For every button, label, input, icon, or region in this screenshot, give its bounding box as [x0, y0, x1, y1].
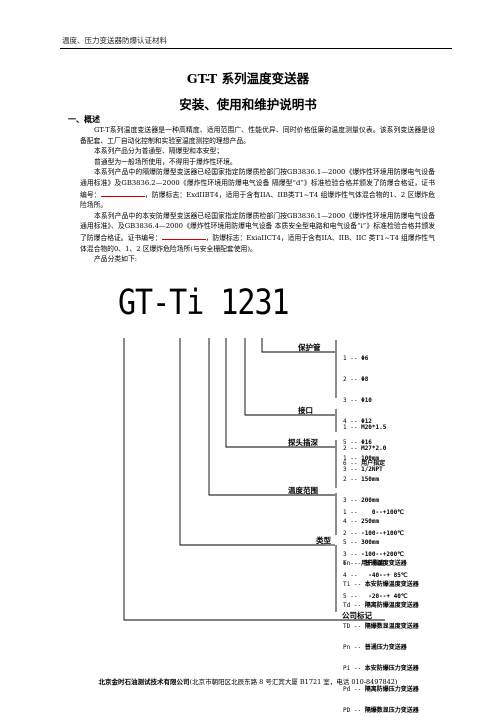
options-temp-range: 1 -- 0--+100℃ 2 -- -100--+100℃ 3 -- -100… [343, 495, 408, 607]
option-row: Pn -- 普通压力变送器 [343, 644, 407, 651]
option-row: 6 -- 用户指定 [343, 460, 386, 467]
leader-type [179, 338, 325, 546]
option-row: 4 -- Φ12 [343, 418, 372, 425]
option-row: 3 -- -100--+200℃ [343, 551, 404, 558]
option-row: Pi -- 本安防爆压力变送器 [343, 665, 419, 672]
header-divider [60, 48, 452, 49]
option-row: Ti -- 本安防爆温度变送器 [343, 581, 419, 588]
paragraph-types: 本系列产品分为普通型、隔爆型和本安型； [94, 147, 224, 156]
model-code: GT-Ti 1231 [118, 283, 290, 324]
leader-interface [244, 338, 290, 416]
option-row: 3 -- 1/2NPT [343, 466, 383, 473]
certificate-blank [161, 232, 206, 240]
option-row: 2 -- -100--+100℃ [343, 530, 404, 537]
section-body: GT-T系列温度变送器是一种高精度、适用范围广、性能优异、同时价格低廉的温度测量… [80, 125, 435, 265]
label-company-mark: 公司标记 [342, 611, 372, 620]
footer-address: (北京市朝阳区北辰东路 8 号汇宾大厦 B1721 室，电话 010-84978… [189, 678, 398, 686]
leader-temp-range [208, 338, 290, 496]
options-type: Tn -- 普通温度变送器 Ti -- 本安防爆温度变送器 Td -- 隔离防爆… [343, 546, 419, 721]
options-probe-length: 1 -- 100mm 2 -- 150mm 3 -- 200mm 4 -- 25… [343, 441, 385, 574]
option-row: 2 -- M27*2.0 [343, 445, 387, 452]
footer-company: 北京金时石油测试技术有限公司 [98, 678, 190, 686]
label-protection-tube: 保护管 [298, 343, 321, 352]
certificate-blank [100, 189, 145, 197]
option-row: 1 -- Φ6 [343, 355, 369, 362]
leader-protection-tube [261, 338, 293, 353]
model-code-diagram [123, 338, 385, 621]
option-row: Tn -- 普通温度变送器 [343, 560, 407, 567]
paragraph-intrinsic: 本系列产品中的本安防爆型变送器已经国家指定防爆质检部门按GB3836.1—200… [80, 211, 435, 254]
option-row: 2 -- 150mm [343, 476, 380, 483]
leader-probe-length [225, 338, 285, 448]
option-row: 4 -- -40--+ 85℃ [343, 572, 408, 579]
label-probe-length: 探头插深 [288, 438, 318, 447]
options-protection-tube: 1 -- Φ6 2 -- Φ8 3 -- Φ10 4 -- Φ12 5 -- Φ… [343, 341, 385, 474]
label-type: 类型 [316, 536, 331, 545]
option-row: 3 -- 200mm [343, 497, 380, 504]
option-row: 2 -- Φ8 [343, 376, 369, 383]
leader-company-mark [123, 338, 338, 621]
document-title: GT-T 系列温度变送器 [186, 71, 310, 86]
option-row: Pd -- 隔离防爆压力变送器 [343, 686, 419, 693]
document-subtitle: 安装、使用和维护说明书 [179, 97, 317, 112]
option-row: 5 -- Φ16 [343, 439, 372, 446]
option-row: 1 -- M20*1.5 [343, 424, 387, 431]
options-interface: 1 -- M20*1.5 2 -- M27*2.0 3 -- 1/2NPT [343, 410, 386, 480]
flameproof-text-a: 本系列产品中的隔爆防爆型变送器已经国家指定防爆质检部门按GB3836.1—200… [80, 168, 435, 199]
option-row: 6 -- 用户指定 [343, 560, 386, 567]
paragraph-normal: 普通型为一般场所使用，不得用于爆炸性环境。 [94, 157, 237, 166]
page-footer: 北京金时石油测试技术有限公司(北京市朝阳区北辰东路 8 号汇宾大厦 B1721 … [0, 676, 496, 686]
intrinsic-text-a: 本系列产品中的本安防爆型变送器已经国家指定防爆质检部门按GB3836.1—200… [80, 211, 435, 242]
paragraph-flameproof: 本系列产品中的隔爆防爆型变送器已经国家指定防爆质检部门按GB3836.1—200… [80, 167, 435, 210]
paragraph-overview: GT-T系列温度变送器是一种高精度、适用范围广、性能优异、同时价格低廉的温度测量… [80, 126, 435, 145]
option-row: PD -- 隔爆数显压力变送器 [343, 707, 419, 714]
paragraph-classification: 产品分类如下: [94, 255, 138, 264]
option-row: 3 -- Φ10 [343, 397, 372, 404]
flameproof-text-b: ，防爆标志：ExdIIBT4，适用于含有IIA、IIB类T1~T4 组爆炸性气体… [80, 190, 435, 210]
option-row: 1 -- 0--+100℃ [343, 509, 404, 516]
option-row: 5 -- 300mm [343, 539, 380, 546]
intrinsic-text-b: ，防爆标志：ExiaIICT4，适用于含有IIA、IIB、IIC 类T1~T4 … [80, 233, 435, 253]
header-text: 温度、压力变送器防爆认证材料 [62, 36, 167, 45]
label-temp-range: 温度范围 [288, 486, 318, 495]
section-heading: 一、概述 [68, 114, 100, 124]
label-interface: 接口 [298, 406, 313, 415]
option-row: TD -- 隔爆数显温度变送器 [343, 623, 419, 630]
option-row: 1 -- 100mm [343, 455, 380, 462]
option-row: Td -- 隔离防爆温度变送器 [343, 602, 419, 609]
option-row: 4 -- 250mm [343, 518, 380, 525]
option-row: 5 -- -20--+ 40℃ [343, 593, 408, 600]
